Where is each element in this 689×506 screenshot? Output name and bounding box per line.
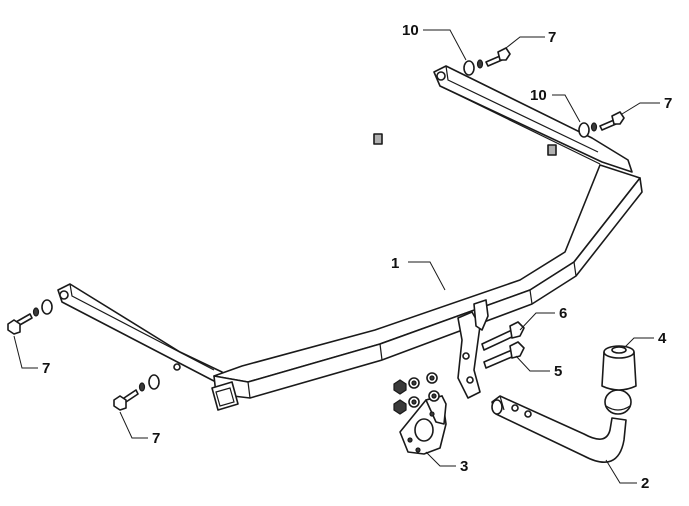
ball-cover-knob xyxy=(611,346,627,354)
washer-bottom xyxy=(148,374,160,390)
socket-plate xyxy=(399,395,447,455)
leader-7-right xyxy=(621,102,660,115)
ball-cover xyxy=(601,345,637,391)
bolt-7-top-head xyxy=(497,47,511,61)
arm-nut-left xyxy=(373,133,383,145)
center-mount-plate-2 xyxy=(473,299,489,331)
callout-6: 6 xyxy=(559,305,567,322)
callout-3: 3 xyxy=(460,458,468,475)
neck-hole-2 xyxy=(524,410,532,418)
bolt-6 xyxy=(481,321,525,351)
bolt-7-bottom-head xyxy=(113,395,127,411)
socket-screw-1 xyxy=(407,437,413,443)
leader-7-top xyxy=(505,36,545,49)
socket-screw-3 xyxy=(415,447,421,453)
spring-washer-left xyxy=(32,307,40,317)
neck-end xyxy=(491,399,503,415)
leader-6 xyxy=(519,312,555,331)
callout-1: 1 xyxy=(391,255,399,272)
washer-hole xyxy=(411,380,417,386)
arm-hole-small xyxy=(173,363,181,371)
leader-3 xyxy=(425,451,456,467)
callout-10-top: 10 xyxy=(402,22,419,39)
bolt-6-shank xyxy=(481,329,515,351)
spring-washer-top xyxy=(476,59,484,69)
leader-4 xyxy=(623,337,654,349)
fastener-set-bottom xyxy=(113,374,160,411)
nut-washer-row-lower xyxy=(393,390,440,415)
socket-plate-hole xyxy=(414,418,434,442)
callout-2: 2 xyxy=(641,475,649,492)
ball-cover-body xyxy=(601,351,637,391)
spring-washer-bottom xyxy=(138,382,146,392)
neck-hole-1 xyxy=(511,404,519,412)
cross-beam-assembly xyxy=(57,65,643,411)
washer-hole xyxy=(411,399,417,405)
leader-5 xyxy=(515,355,550,372)
plate-hole-upper xyxy=(462,352,470,360)
washer-10-right xyxy=(578,122,590,138)
bolt-5-shank xyxy=(483,349,515,369)
ball-neck xyxy=(491,389,632,463)
nut xyxy=(393,379,407,395)
leader-lines xyxy=(13,29,660,484)
fastener-set-right xyxy=(578,111,625,138)
bolt-6-head xyxy=(509,321,525,339)
washer-10-top xyxy=(463,60,475,76)
callout-7-left: 7 xyxy=(42,360,50,377)
callout-10-right: 10 xyxy=(530,87,547,104)
washer-hole xyxy=(431,393,437,399)
callout-4: 4 xyxy=(658,330,667,347)
right-side-arm xyxy=(433,65,633,173)
fastener-set-left xyxy=(7,299,53,335)
callout-7-bottom: 7 xyxy=(152,430,160,447)
callout-7-right: 7 xyxy=(664,95,672,112)
leader-10-right xyxy=(552,94,581,123)
callout-5: 5 xyxy=(554,363,562,380)
washer-left xyxy=(41,299,53,315)
callout-7-top: 7 xyxy=(548,29,556,46)
plate-hole-lower xyxy=(466,376,474,384)
leader-1 xyxy=(408,261,446,291)
fastener-set-top xyxy=(463,47,511,76)
spring-washer-right xyxy=(590,122,598,132)
bolt-7-left-head xyxy=(7,319,21,335)
callout-labels: 1 2 3 4 5 6 7 7 7 7 10 10 xyxy=(42,22,672,492)
bolt-7-right-head xyxy=(611,111,625,125)
nut xyxy=(393,399,407,415)
arm-nut-right xyxy=(547,144,557,156)
leader-7-bottom xyxy=(119,411,148,439)
washer-hole xyxy=(429,375,435,381)
nut-washer-row-upper xyxy=(393,372,438,395)
leader-7-left xyxy=(13,335,38,369)
socket-screw-2 xyxy=(429,411,435,417)
leader-10-top xyxy=(423,29,467,61)
bolt-5 xyxy=(483,341,525,369)
leader-2 xyxy=(605,459,637,484)
arm-mount-hole-left xyxy=(59,290,69,300)
bolt-5-head xyxy=(509,341,525,359)
arm-mount-hole xyxy=(436,71,446,81)
center-nuts-washers xyxy=(393,372,440,415)
